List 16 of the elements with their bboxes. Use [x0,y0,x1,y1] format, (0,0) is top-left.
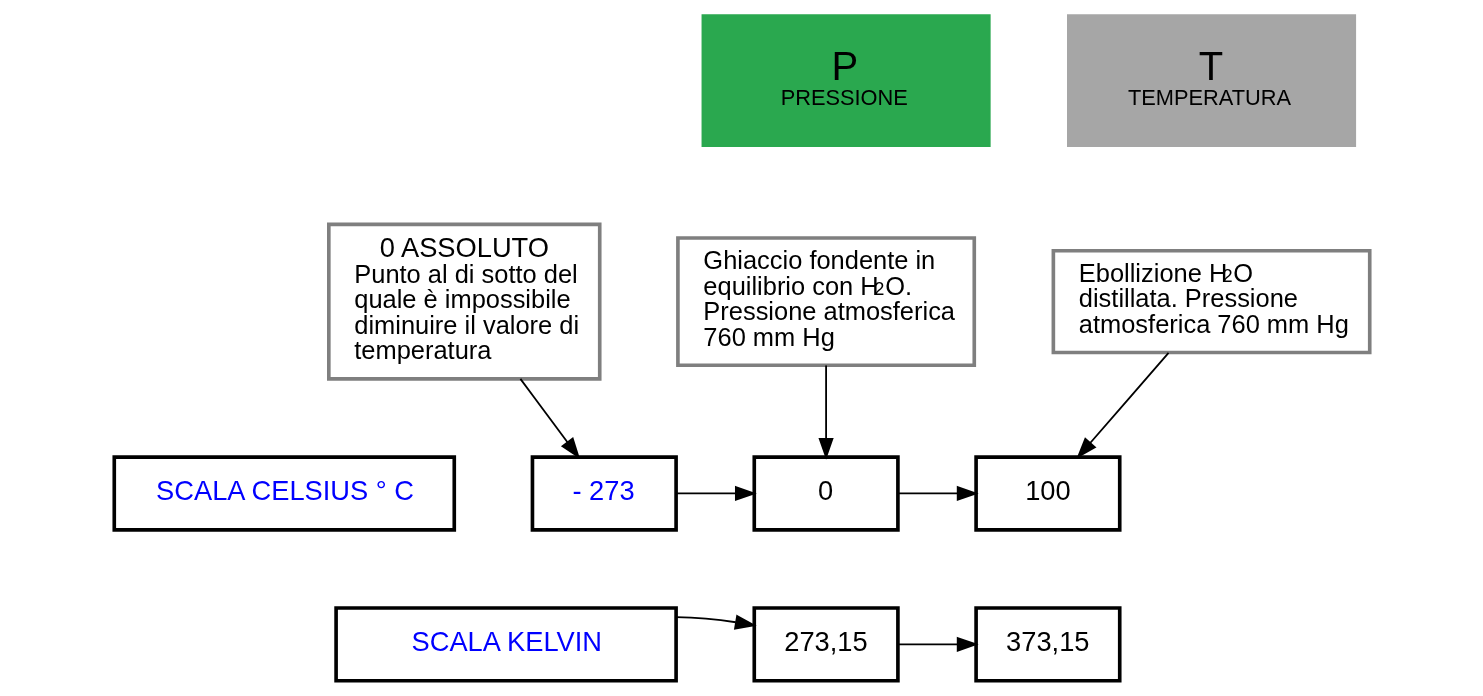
arrow [896,485,979,502]
arrow [1075,351,1169,459]
node-box: 0 [751,455,900,532]
node-box: SCALA KELVIN [333,606,678,683]
arrow [674,485,757,502]
node-box: P PRESSIONE [701,14,991,148]
arrow [674,614,757,630]
node-box: 273,15 [751,606,900,683]
node-box: 100 [973,455,1122,532]
arrow [896,636,979,652]
node-box: 373,15 [973,606,1122,683]
node-box: - 273 [530,455,678,532]
node-box: T TEMPERATURA [1066,14,1356,148]
node-box: SCALA CELSIUS ° C [111,455,456,532]
arrow [817,364,834,460]
node-box: 0 ASSOLUTO Punto al di sotto del quale è impossibile diminuire il valore di temperatura [326,222,602,381]
